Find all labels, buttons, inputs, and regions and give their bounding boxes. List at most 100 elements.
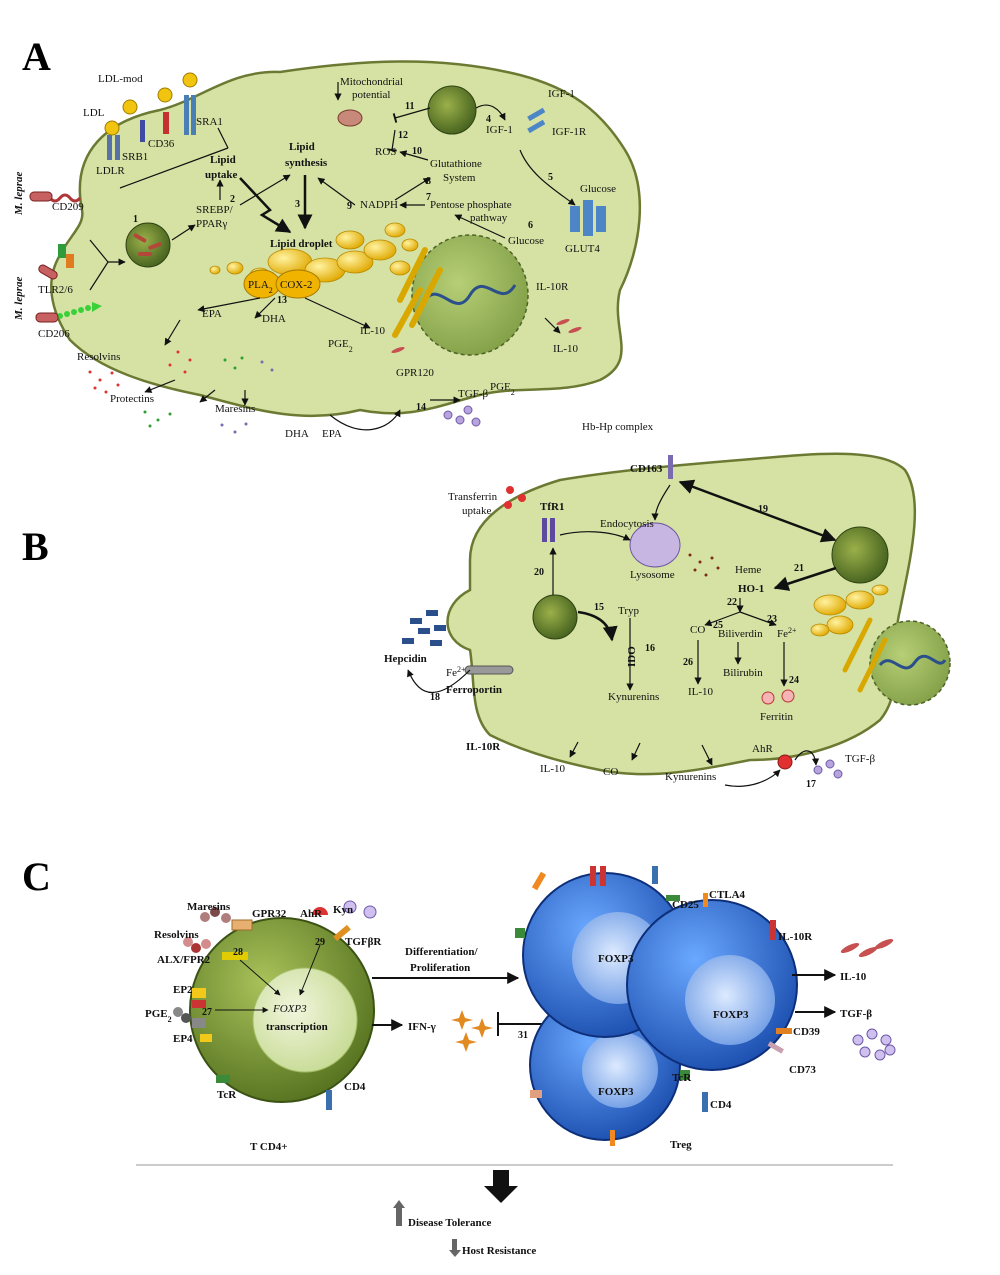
svg-text:23: 23 — [767, 614, 777, 625]
m-leprae-bacillus-3 — [35, 312, 59, 323]
treg-title: Treg — [670, 1139, 692, 1151]
il10-molecules-a — [391, 318, 582, 354]
cd36-receptor — [163, 112, 169, 134]
cd4-label: CD4 — [344, 1081, 366, 1093]
m-leprae-label-2: M. leprae — [13, 277, 25, 322]
cd36-label: CD36 — [148, 138, 175, 150]
tgfb-label-a: TGF-β — [458, 388, 488, 400]
heme-dots — [688, 553, 720, 577]
tfr1-label: TfR1 — [540, 501, 564, 513]
svg-text:21: 21 — [794, 563, 804, 574]
panel-label-a: A — [22, 34, 51, 79]
dha-label: DHA — [262, 313, 286, 325]
co-label-b: CO — [690, 624, 705, 636]
treg-receptors — [515, 866, 792, 1146]
protectin-dots — [143, 356, 244, 428]
svg-text:16: 16 — [645, 643, 655, 654]
svg-text:24: 24 — [789, 675, 799, 686]
treg-nucleus-right — [685, 955, 775, 1045]
tlr26-label: TLR2/6 — [38, 284, 73, 296]
phagosome-b-1 — [831, 526, 889, 584]
cd25-label: CD25 — [672, 899, 699, 911]
phagosome-mleprae-a — [125, 222, 171, 268]
svg-text:22: 22 — [727, 597, 737, 608]
foxp3-label-c: FOXP3 — [598, 1086, 634, 1098]
svg-text:29: 29 — [315, 937, 325, 948]
foxp3-label-b: FOXP3 — [713, 1009, 749, 1021]
hbhp-label: Hb-Hp complex — [582, 421, 654, 433]
foxp3-transcription-label-1: FOXP3 — [272, 1003, 307, 1015]
fe-label-b: Fe2+ — [777, 626, 797, 641]
srebp-label-2: PPARγ — [196, 218, 228, 230]
il10r-label-c: IL-10R — [778, 931, 813, 943]
il10r-label: IL-10R — [536, 281, 569, 293]
m-leprae-label-1: M. leprae — [13, 172, 25, 217]
cd163-receptor — [668, 455, 673, 479]
svg-text:17: 17 — [806, 779, 816, 790]
maresins-label-c: Maresins — [187, 901, 231, 913]
lipid-uptake-label-1: Lipid — [210, 154, 236, 166]
dha-extracellular-label: DHA — [285, 428, 309, 440]
glucose-intracellular-label: Glucose — [508, 235, 544, 247]
ferritin-molecules — [761, 689, 795, 705]
lipid-synthesis-label-1: Lipid — [289, 141, 315, 153]
kynurenins-extracellular-label: Kynurenins — [665, 771, 716, 783]
glutathione-label-2: System — [443, 172, 476, 184]
ldl-mod-label: LDL-mod — [98, 73, 143, 85]
resolvins-label-c: Resolvins — [154, 929, 199, 941]
svg-text:2: 2 — [230, 194, 235, 205]
svg-text:10: 10 — [412, 146, 422, 157]
pge2-label-c: PGE2 — [145, 1008, 172, 1024]
srebp-label-1: SREBP/ — [196, 204, 234, 216]
ldl-label: LDL — [83, 107, 105, 119]
alx-fpr2-label: ALX/FPR2 — [157, 954, 211, 966]
panel-label-c: C — [22, 854, 51, 899]
kynurenins-label-b: Kynurenins — [608, 691, 659, 703]
il10r-label-b: IL-10R — [466, 741, 501, 753]
cd4-label-treg: CD4 — [710, 1099, 732, 1111]
svg-text:27: 27 — [202, 1007, 212, 1018]
svg-text:19: 19 — [758, 504, 768, 515]
cd209-label: CD209 — [52, 201, 84, 213]
il10-label-c: IL-10 — [840, 971, 867, 983]
biliverdin-label: Biliverdin — [718, 628, 763, 640]
svg-text:8: 8 — [426, 176, 431, 187]
sra1-receptor — [184, 95, 196, 135]
mitochondria-a — [337, 109, 363, 127]
svg-text:13: 13 — [277, 295, 287, 306]
bacilli-a — [133, 233, 162, 256]
differentiation-label-1: Differentiation/ — [405, 946, 478, 958]
il10-intracellular-label: IL-10 — [360, 325, 386, 337]
treg-inhibit-ifng — [497, 1012, 545, 1036]
svg-text:14: 14 — [416, 402, 426, 413]
svg-text:5: 5 — [548, 172, 553, 183]
tcd4-ligands — [173, 900, 377, 1023]
ldlr-receptor — [107, 135, 120, 160]
pge2-extracellular-label: PGE2 — [490, 381, 515, 397]
differentiation-label-2: Proliferation — [410, 962, 470, 974]
ho1-label: HO-1 — [738, 583, 764, 595]
cd206-receptor — [57, 302, 102, 319]
cholesterol-crystals-a — [392, 247, 443, 338]
pge2-intracellular-label: PGE2 — [328, 338, 353, 354]
il10-extracellular-label: IL-10 — [553, 343, 579, 355]
ido-label: IDO — [626, 646, 638, 667]
hepcidin-label: Hepcidin — [384, 653, 427, 665]
m-leprae-bacillus-2 — [38, 264, 58, 280]
heme-label: Heme — [735, 564, 761, 576]
lysosome — [629, 522, 681, 568]
step-numbers-a: 1 2 3 4 5 6 7 8 9 10 11 12 13 14 — [133, 101, 553, 413]
step-numbers-b: 15 16 17 18 19 20 21 22 23 24 25 26 — [430, 504, 816, 790]
tgfb-label-b: TGF-β — [845, 753, 875, 765]
dna-a — [423, 284, 517, 305]
gpr32-label: GPR32 — [252, 908, 287, 920]
svg-text:9: 9 — [347, 201, 352, 212]
il10-label-b: IL-10 — [688, 686, 714, 698]
disease-tolerance-label: Disease Tolerance — [408, 1217, 492, 1229]
phagosome-top-a — [427, 85, 477, 135]
ctla4-label: CTLA4 — [709, 889, 746, 901]
ferroportin-channel — [464, 665, 514, 675]
dna-b — [878, 654, 947, 670]
glutathione-label-1: Glutathione — [430, 158, 482, 170]
